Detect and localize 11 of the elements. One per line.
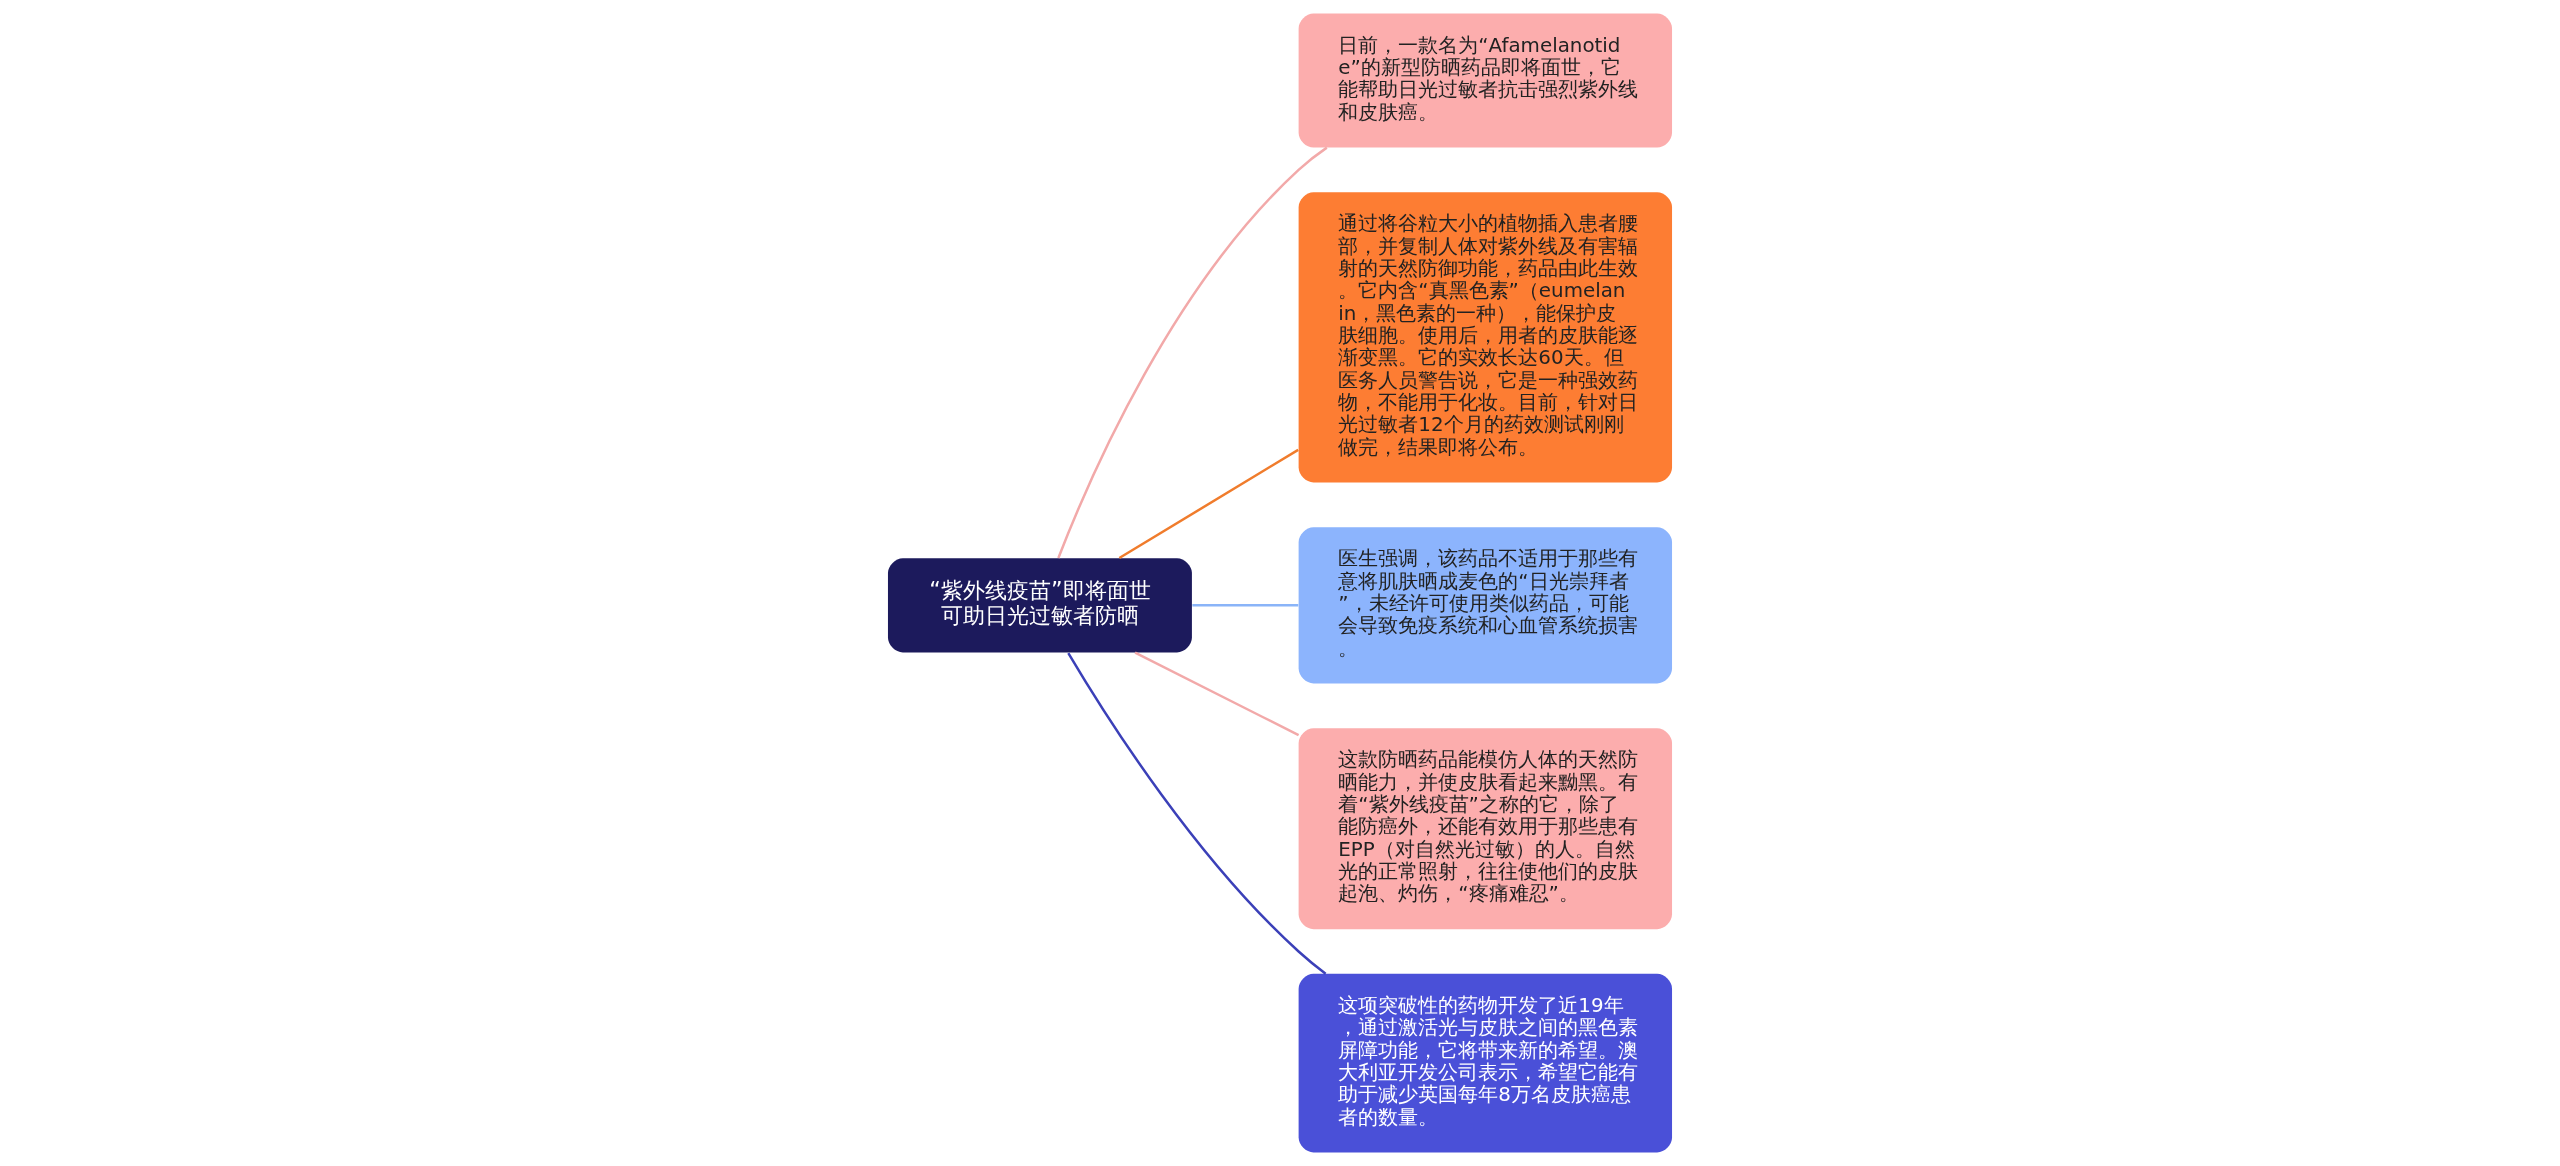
node-box: 这项突破性的药物开发了近19年，通过激活光与皮肤之间的黑色素屏障功能，它将带来新的希望。澳大利亚开发公司表示，希望它能有助于减少英国每年8万名皮肤癌患者的数量。 <box>1298 973 1673 1153</box>
node-box: 这款防晒药品能模仿人体的天然防晒能力，并使皮肤看起来黝黑。有着“紫外线疫苗”之称的它，除了能防癌外，还能有效用于那些患有EPP（对自然光过敏）的人。自然光的正常照射，往往使他们的皮肤起泡、灼伤，“疼痛难忍”。 <box>1298 728 1673 930</box>
node-box: 日前，一款名为“Afamelanotide”的新型防晒药品即将面世，它能帮助日光过敏者抗击强烈紫外线和皮肤癌。 <box>1298 13 1673 148</box>
connector <box>1134 651 1300 737</box>
connector <box>1057 146 1328 559</box>
node-box: 医生强调，该药品不适用于那些有意将肌肤晒成麦色的“日光崇拜者”，未经许可使用类似药品，可能会导致免疫系统和心血管系统损害。 <box>1298 527 1673 684</box>
connector <box>1118 448 1299 560</box>
connector <box>1067 652 1327 975</box>
node-box: 通过将谷粒大小的植物插入患者腰部，并复制人体对紫外线及有害辐射的天然防御功能，药品由此生效。它内含“真黑色素”（eumelanin，黑色素的一种），能保护皮肤细胞。使用后，用者的皮肤能逐渐变黑。它的实效长达60天。但医务人员警告说，它是一种强效药物，不能用于化妆。目前，针对日光过敏者12个月的药效测试刚刚做完，结果即将公布。 <box>1298 192 1673 483</box>
node-box: “紫外线疫苗”即将面世可助日光过敏者防晒 <box>887 558 1192 653</box>
connector <box>1192 604 1299 607</box>
